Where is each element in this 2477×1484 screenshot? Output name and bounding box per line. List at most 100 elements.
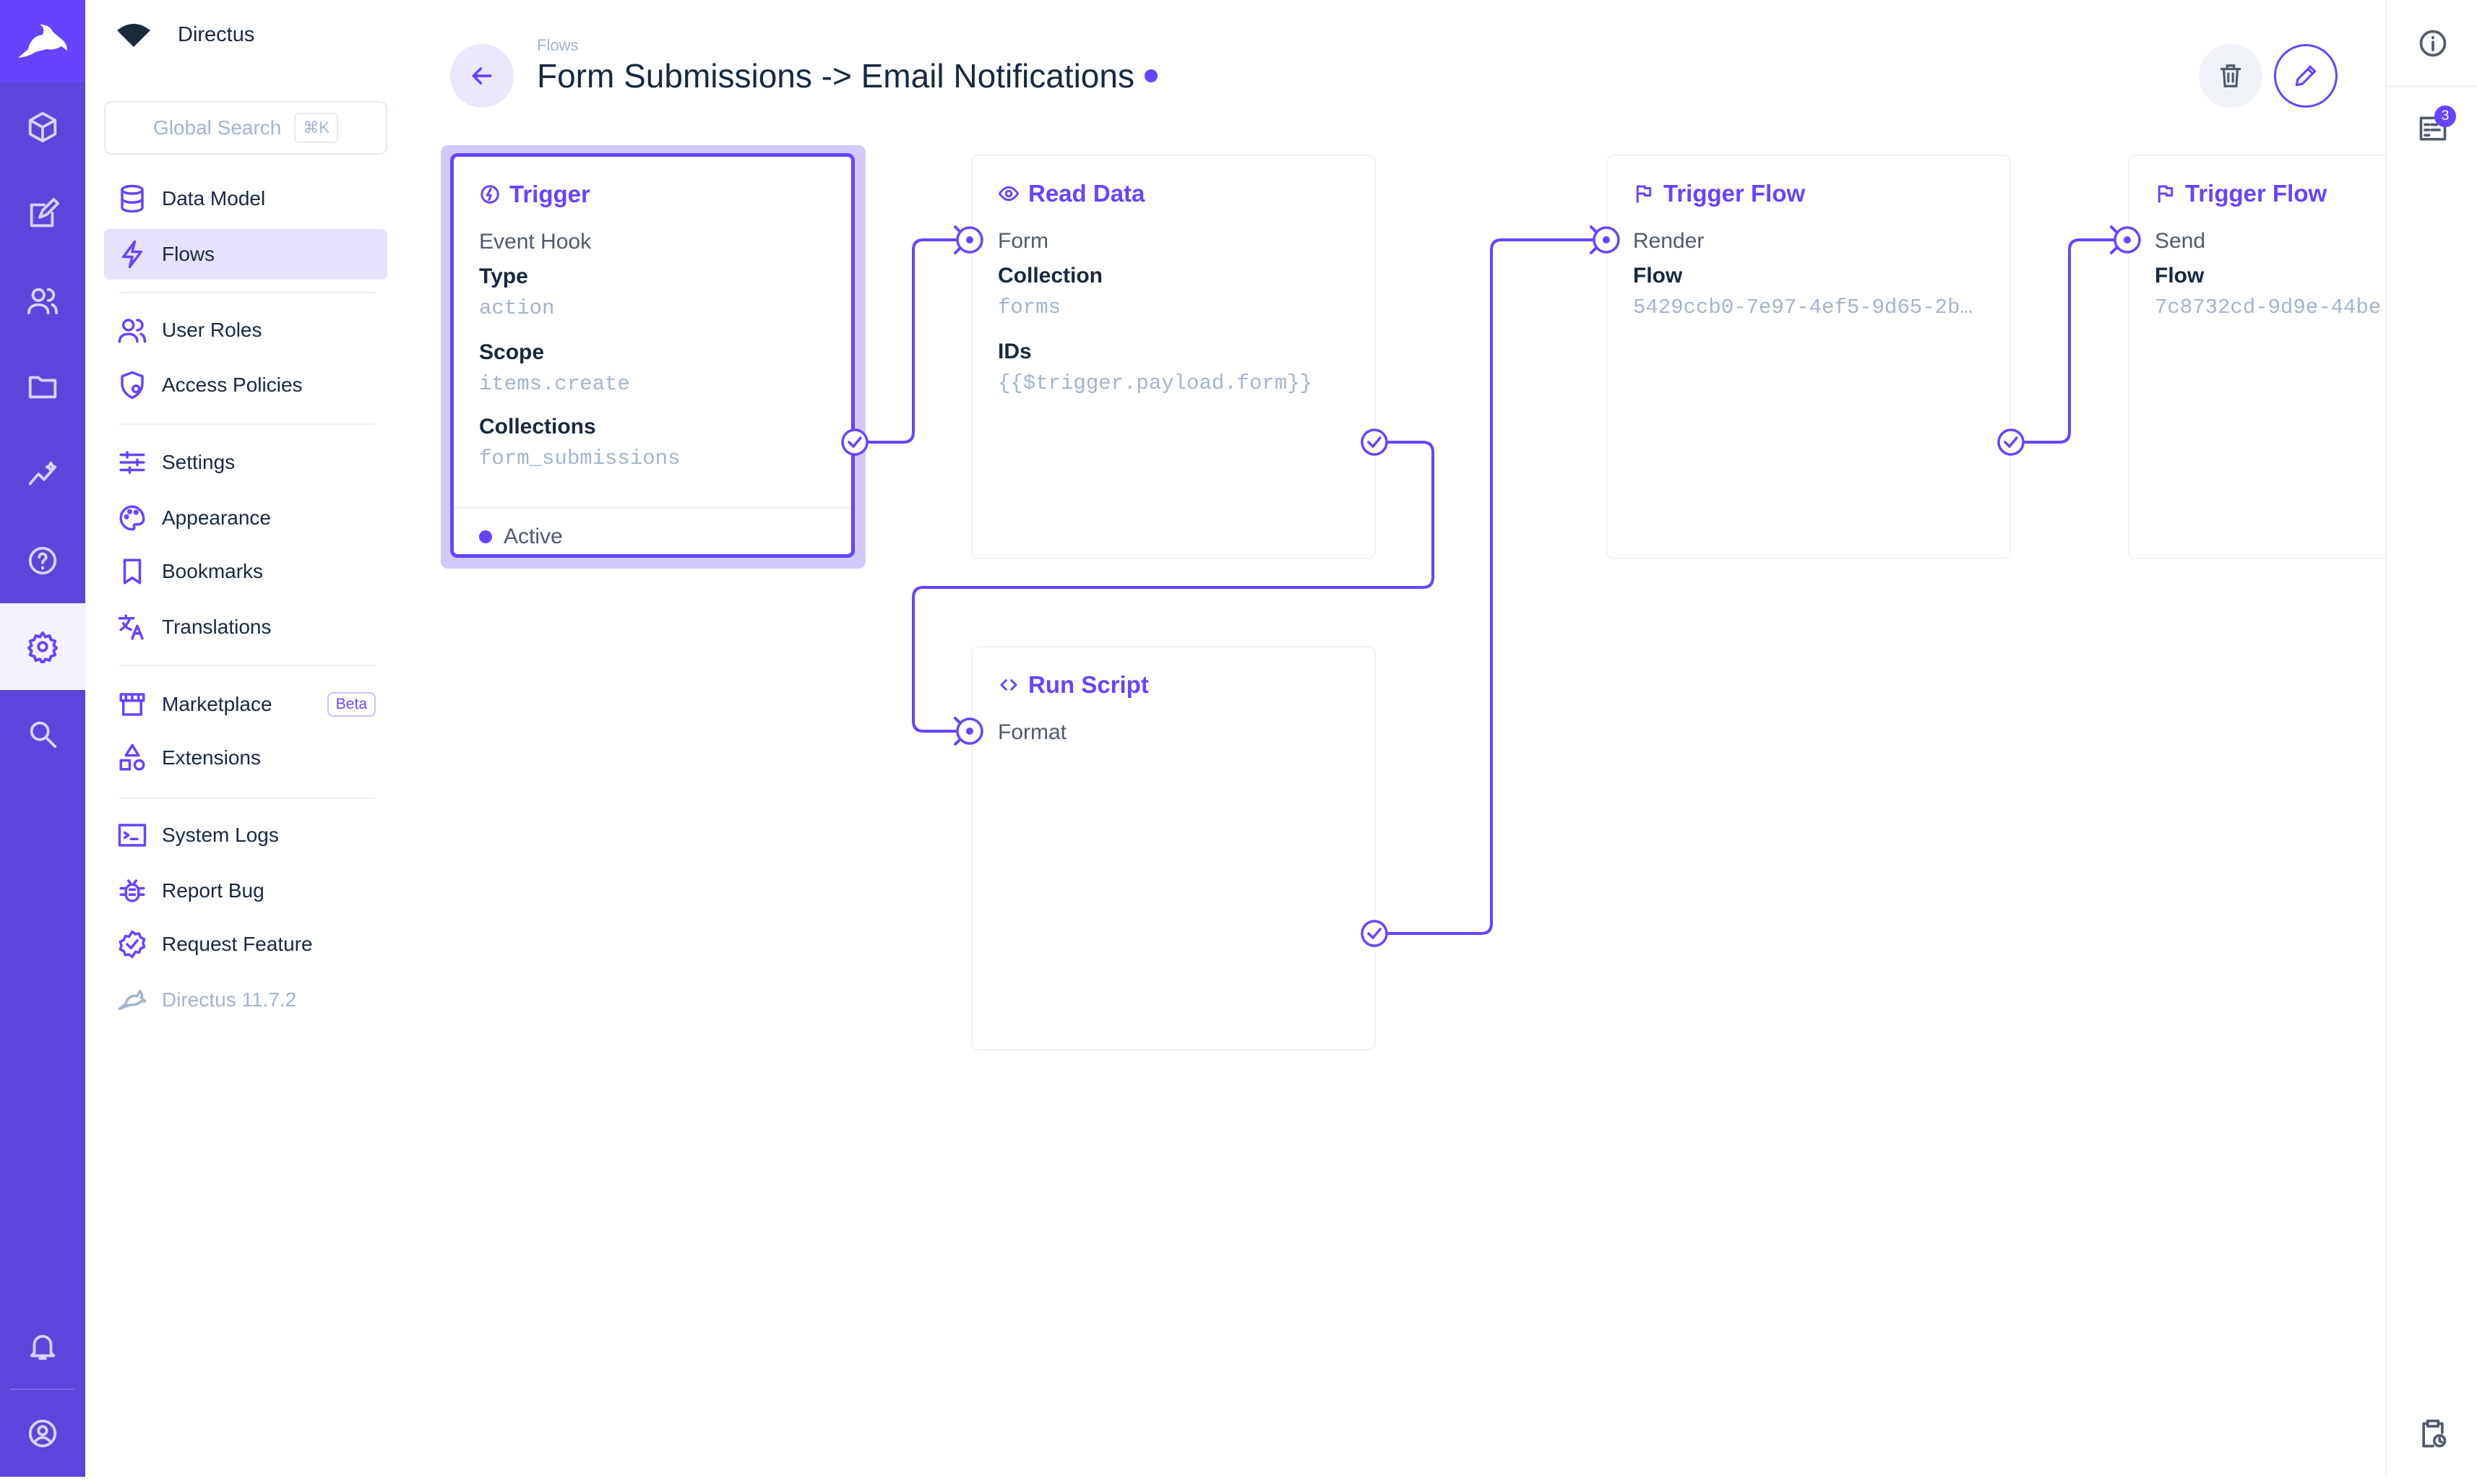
directus-logo[interactable] [0, 0, 85, 82]
nav-label: Settings [162, 451, 236, 473]
operation-card-read-data[interactable]: Read Data Form Collection forms IDs {{$t… [971, 155, 1376, 559]
nav-item-extensions[interactable]: Extensions [104, 733, 387, 783]
nav-label: Appearance [162, 506, 272, 529]
nav-item-request-feature[interactable]: Request Feature [104, 919, 387, 970]
insights-icon [28, 461, 57, 486]
pencil-icon [2295, 65, 2317, 87]
nav-item-flows[interactable]: Flows [104, 229, 387, 280]
card-footer-divider [454, 506, 851, 509]
search-shortcut: ⌘K [294, 113, 339, 143]
project-logo-icon [117, 24, 150, 47]
input-handle-icon [956, 226, 983, 254]
input-handle-icon [2114, 226, 2141, 254]
sidebar-right: 3 [2385, 0, 2477, 1477]
logs-button[interactable] [2387, 85, 2477, 172]
directus-icon [118, 990, 147, 1010]
shield-icon [121, 371, 144, 400]
global-search-input[interactable]: Global Search ⌘K [104, 101, 387, 155]
card-title: Run Script [1028, 671, 1149, 698]
rail-files-button[interactable] [0, 344, 85, 431]
rail-search-button[interactable] [0, 691, 85, 777]
nav-item-system-logs[interactable]: System Logs [104, 810, 387, 860]
card-title: Trigger Flow [2185, 180, 2327, 207]
nav-label: Report Bug [162, 879, 264, 902]
rail-content-button[interactable] [0, 84, 85, 171]
gear-icon [27, 631, 59, 663]
clipboard-clock-icon [2421, 1419, 2446, 1448]
folder-icon [28, 376, 57, 399]
info-icon [2419, 30, 2446, 57]
nav-label: System Logs [162, 824, 279, 846]
input-handle-icon [956, 717, 983, 745]
rail-insights-button[interactable] [0, 431, 85, 517]
nav-divider [119, 798, 376, 799]
nav-item-settings[interactable]: Settings [104, 437, 387, 488]
rabbit-logo-icon [18, 25, 67, 58]
store-icon [119, 693, 145, 716]
nav-item-translations[interactable]: Translations [104, 602, 387, 652]
resolve-handle-check-icon [1361, 428, 1388, 456]
bell-icon [30, 1334, 56, 1360]
nav-item-report-bug[interactable]: Report Bug [104, 866, 387, 916]
notifications-button[interactable] [0, 1303, 85, 1389]
bolt-circle-icon [481, 185, 499, 204]
bug-icon [119, 879, 145, 902]
connection-run-script-to-trigger-flow [1373, 225, 1606, 935]
operation-card-run-script[interactable]: Run Script Format [971, 646, 1376, 1051]
shapes-icon [119, 743, 145, 771]
palette-icon [119, 505, 145, 531]
flow-connections [841, 225, 2141, 947]
edit-flow-button[interactable] [2274, 44, 2338, 108]
search-placeholder: Global Search [152, 116, 282, 139]
card-header: Trigger Flow [1633, 180, 1805, 207]
nav-divider [119, 423, 376, 425]
nav-divider [119, 292, 376, 293]
nav-divider [119, 665, 376, 666]
project-name[interactable]: Directus [116, 22, 254, 48]
eye-icon [999, 186, 1019, 202]
revisions-button[interactable] [2387, 1391, 2477, 1477]
nav-item-user-roles[interactable]: User Roles [104, 305, 387, 355]
code-icon [1000, 679, 1017, 691]
card-title: Read Data [1028, 180, 1145, 207]
search-icon [30, 721, 57, 749]
rail-visual-editor-button[interactable] [0, 171, 85, 258]
connection-read-data-to-run-script [912, 441, 1434, 746]
nav-item-appearance[interactable]: Appearance [104, 493, 387, 543]
nav-item-data-model[interactable]: Data Model [104, 173, 387, 224]
flow-canvas[interactable]: Trigger Event Hook Type action Scope ite… [414, 130, 2385, 1477]
nav-label: Marketplace [162, 693, 272, 715]
resolve-handle-check-icon [1361, 920, 1388, 947]
operation-card-trigger-flow-render[interactable]: Trigger Flow Render Flow 5429ccb0-7e97-4… [1606, 155, 2011, 559]
active-dot [479, 530, 492, 543]
user-profile-button[interactable] [0, 1390, 85, 1477]
nav-item-version[interactable]: Directus 11.7.2 [104, 975, 387, 1025]
rail-settings-button[interactable] [0, 603, 85, 690]
breadcrumb[interactable]: Flows [537, 36, 579, 54]
back-button[interactable] [450, 44, 514, 108]
logs-icon [2419, 116, 2446, 141]
rail-users-button[interactable] [0, 257, 85, 344]
nav-label: Bookmarks [162, 560, 264, 582]
rail-divider [10, 1389, 75, 1390]
card-title: Trigger [509, 181, 590, 207]
users-icon [27, 288, 59, 315]
connection-trigger-to-read-data [853, 225, 970, 444]
sliders-icon [119, 451, 145, 474]
operation-card-trigger-flow-send[interactable]: Trigger Flow Send Flow 7c8732cd-9d9e-44b… [2128, 155, 2385, 559]
nav-item-bookmarks[interactable]: Bookmarks [104, 546, 387, 597]
rail-help-button[interactable] [0, 517, 85, 604]
module-bar [0, 0, 85, 1477]
input-handle-icon [1593, 226, 1620, 254]
nav-label: Access Policies [162, 374, 303, 396]
nav-label: Translations [162, 616, 272, 638]
right-divider [2387, 85, 2477, 87]
nav-item-access-policies[interactable]: Access Policies [104, 360, 387, 410]
info-button[interactable] [2387, 0, 2477, 87]
delete-flow-button[interactable] [2199, 44, 2262, 108]
terminal-icon [118, 824, 147, 847]
status-badge: Active [479, 525, 563, 549]
trigger-card[interactable]: Trigger Event Hook Type action Scope ite… [450, 153, 855, 558]
verified-icon [119, 930, 146, 959]
